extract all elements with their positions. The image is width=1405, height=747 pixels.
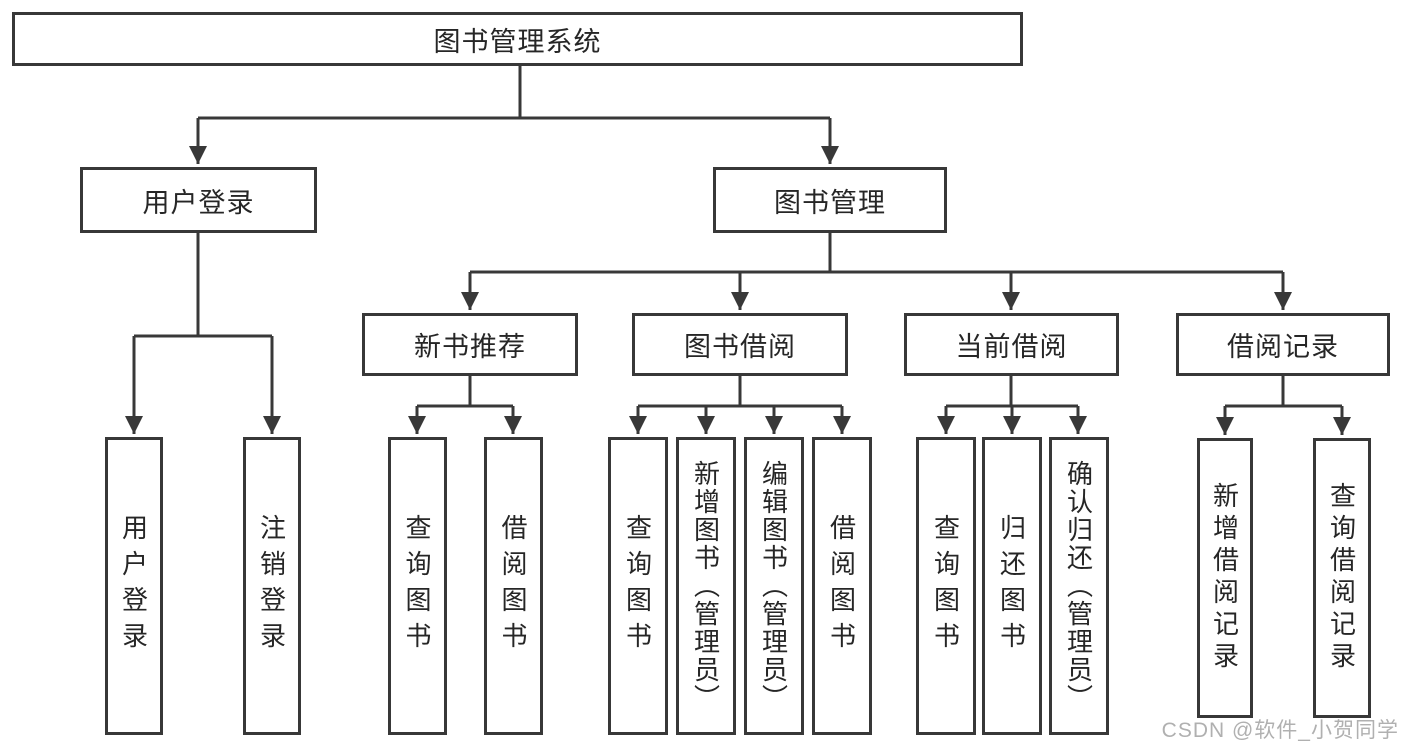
leaf-query-books-borrowing: 查询图书 bbox=[608, 437, 668, 735]
leaf-query-borrow-record: 查询借阅记录 bbox=[1313, 438, 1371, 718]
node-new-book-recommendation: 新书推荐 bbox=[362, 313, 578, 376]
leaf-add-borrow-record: 新增借阅记录 bbox=[1197, 438, 1253, 718]
node-current-borrowing: 当前借阅 bbox=[904, 313, 1119, 376]
leaf-add-book-admin: 新增图书（管理员） bbox=[676, 437, 736, 735]
node-library-management-system: 图书管理系统 bbox=[12, 12, 1023, 66]
leaf-user-login: 用户登录 bbox=[105, 437, 163, 735]
csdn-watermark: CSDN @软件_小贺同学 bbox=[1161, 719, 1399, 742]
leaf-query-books-current: 查询图书 bbox=[916, 437, 976, 735]
connector-book-borrow-to-leaves bbox=[629, 376, 851, 434]
connector-records-to-leaves bbox=[1216, 376, 1351, 435]
leaf-logout: 注销登录 bbox=[243, 437, 301, 735]
leaf-query-books-recommend: 查询图书 bbox=[388, 437, 447, 735]
node-book-management: 图书管理 bbox=[713, 167, 947, 233]
connector-book-mgmt-to-level3 bbox=[461, 233, 1292, 310]
leaf-borrow-books: 借阅图书 bbox=[812, 437, 872, 735]
leaf-edit-book-admin: 编辑图书（管理员） bbox=[744, 437, 804, 735]
connector-root-to-level2 bbox=[189, 66, 839, 164]
connector-current-borrow-to-leaves bbox=[937, 376, 1087, 434]
node-user-login: 用户登录 bbox=[80, 167, 317, 233]
connector-new-book-to-leaves bbox=[408, 376, 522, 434]
leaf-borrow-books-recommend: 借阅图书 bbox=[484, 437, 543, 735]
connector-user-login-to-leaves bbox=[125, 233, 281, 434]
leaf-return-books: 归还图书 bbox=[982, 437, 1042, 735]
leaf-confirm-return-admin: 确认归还（管理员） bbox=[1049, 437, 1109, 735]
node-book-borrowing: 图书借阅 bbox=[632, 313, 848, 376]
node-borrowing-records: 借阅记录 bbox=[1176, 313, 1390, 376]
